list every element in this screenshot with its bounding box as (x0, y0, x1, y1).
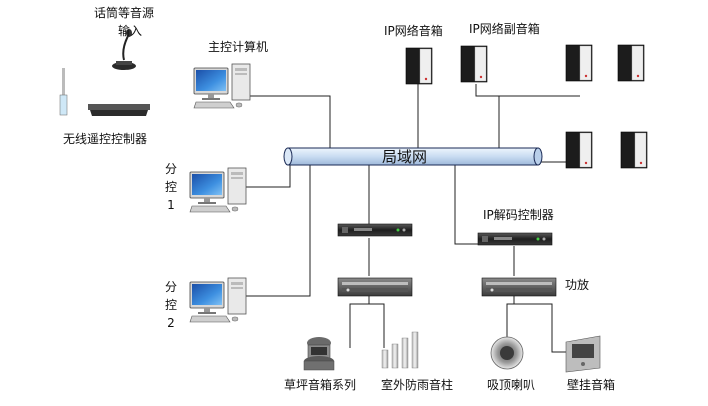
lawn-speaker-icon (303, 337, 335, 371)
outdoor-column-label: 室外防雨音柱 (381, 378, 454, 392)
speaker-box-icon (565, 44, 648, 169)
wall-speaker-icon (565, 335, 601, 373)
sub2-char2: 控 (164, 298, 177, 312)
lan-label: 局域网 (382, 148, 428, 166)
lan-bus (283, 147, 543, 166)
ceiling-speaker-label: 吸顶喇叭 (487, 378, 536, 392)
sub-computer-1-icon (189, 167, 247, 213)
sub2-char1: 分 (164, 280, 177, 294)
outdoor-column-speaker-icon (381, 331, 419, 369)
sub-control-1-label: 分 控 1 (164, 160, 178, 214)
main-computer-icon (193, 63, 251, 109)
amplifier-label: 功放 (565, 278, 590, 292)
ip-decoder-icon (477, 232, 553, 246)
connection-lines (242, 84, 580, 353)
ip-speaker-label: IP网络音箱 (384, 24, 443, 38)
lawn-speaker-label: 草坪音箱系列 (284, 378, 357, 392)
microphone-icon (112, 29, 136, 70)
amplifier-icon (337, 277, 557, 297)
ip-sub-speaker-icon (460, 45, 488, 83)
ip-decoder-label: IP解码控制器 (483, 208, 554, 222)
sub-control-2-label: 分 控 2 (164, 278, 178, 332)
wireless-controller-icon (59, 68, 150, 116)
ip-sub-speaker-label: IP网络副音箱 (469, 22, 540, 36)
sub2-num: 2 (167, 316, 175, 330)
sub-computer-2-icon (189, 277, 247, 323)
sub1-char1: 分 (164, 162, 177, 176)
wall-speaker-label: 壁挂音箱 (567, 378, 616, 392)
sub1-char2: 控 (164, 180, 177, 194)
mic-source-label: 话筒等音源 (94, 6, 155, 20)
rack-controller-icon (337, 223, 413, 237)
wireless-controller-label: 无线遥控控制器 (63, 132, 148, 146)
sub1-num: 1 (167, 198, 175, 212)
ceiling-speaker-icon (490, 336, 524, 370)
ip-speaker-icon (405, 47, 433, 85)
main-pc-label: 主控计算机 (208, 40, 269, 54)
mic-input-label: 输入 (118, 24, 143, 38)
